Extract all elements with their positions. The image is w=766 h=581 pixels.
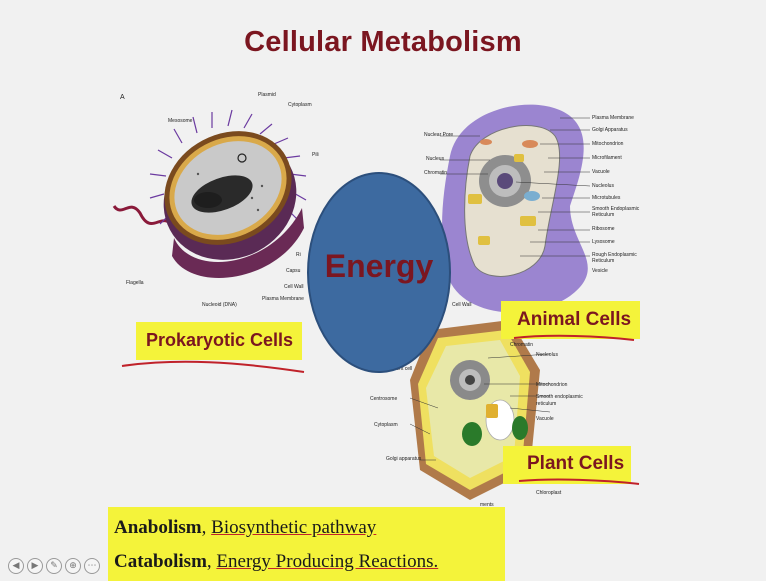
anabolism-definition: Biosynthetic pathway [211, 517, 376, 538]
prokaryotic-cells-label: Prokaryotic Cells [146, 330, 293, 351]
label-animal-right-4: Vacuole [592, 169, 610, 175]
animal-cell-diagram: Nuclear Pore Nucleus Chromatin Plasma Me… [420, 96, 630, 321]
label-capsule: Capsu [286, 268, 300, 274]
label-nucleoid: Nucleoid (DNA) [202, 302, 237, 308]
catabolism-line: Catabolism, Energy Producing Reactions. [114, 551, 438, 573]
label-ribosomes: Ri [296, 252, 301, 258]
label-plant-vacuole: Vacuole [536, 416, 554, 422]
next-icon[interactable]: ▶ [27, 558, 43, 574]
label-animal-right-3: Microfilament [592, 155, 622, 161]
animal-underline [510, 330, 640, 346]
label-flagella: Flagella [126, 280, 144, 286]
label-cytoplasm: Cytoplasm [288, 102, 312, 108]
catabolism-sep: , [207, 551, 217, 572]
catabolism-term: Catabolism [114, 551, 207, 572]
label-animal-right-13: Vesicle [592, 268, 608, 274]
label-animal-right-1: Golgi Apparatus [592, 127, 628, 133]
label-plant-mitochondrion: Mitochondrion [536, 382, 567, 388]
label-plasma-membrane: Plasma Membrane [262, 296, 304, 302]
label-animal-right-5: Nucleolus [592, 183, 614, 189]
label-animal-right-2: Mitochondrion [592, 141, 623, 147]
label-golgi: Golgi apparatus [386, 456, 421, 462]
label-animal-right-12: Reticulum [592, 258, 614, 264]
more-icon[interactable]: ⋯ [84, 558, 100, 574]
label-nuclear-pore: Nuclear Pore [424, 132, 453, 138]
label-pili: Pili [312, 152, 319, 158]
energy-circle: Energy [307, 172, 451, 373]
anabolism-term: Anabolism [114, 517, 202, 538]
prev-icon[interactable]: ◀ [8, 558, 24, 574]
panel-letter: A [120, 94, 125, 101]
label-animal-right-9: Ribosome [592, 226, 615, 232]
label-plant-nucleolus: Nucleolus [536, 352, 558, 358]
catabolism-definition: Energy Producing Reactions. [216, 551, 438, 572]
label-mesosome: Mesosome [168, 118, 192, 124]
animal-cells-label: Animal Cells [517, 309, 631, 331]
label-plasmid: Plasmid [258, 92, 276, 98]
metabolism-definitions: Anabolism, Biosynthetic pathway Cataboli… [108, 507, 505, 581]
label-nucleus: Nucleus [426, 156, 444, 162]
label-reticulum: reticulum [536, 401, 556, 407]
label-animal-right-10: Lysosome [592, 239, 615, 245]
label-chromatin: Chromatin [424, 170, 447, 176]
pen-icon[interactable]: ✎ [46, 558, 62, 574]
label-plant-cytoplasm: Cytoplasm [374, 422, 398, 428]
label-animal-right-8: Reticulum [592, 212, 614, 218]
prokaryotic-underline [118, 352, 308, 378]
label-animal-right-0: Plasma Membrane [592, 115, 634, 121]
label-chloroplast: Chloroplast [536, 490, 561, 496]
label-smooth-er: Smooth endoplasmic [536, 394, 583, 400]
label-animal-right-6: Microtubules [592, 195, 620, 201]
label-centrosome: Centrosome [370, 396, 397, 402]
plant-cells-label: Plant Cells [527, 453, 624, 475]
slide-title: Cellular Metabolism [0, 26, 766, 59]
label-plant-cell-wall: Cell Wall [452, 302, 472, 308]
prokaryotic-cell-diagram: A Plasmid Cytoplasm Mesosome Pili Ri Cap… [112, 88, 322, 320]
anabolism-sep: , [202, 517, 212, 538]
plant-underline [515, 473, 645, 489]
label-cell-wall: Cell Wall [284, 284, 304, 290]
energy-label: Energy [309, 248, 449, 285]
zoom-icon[interactable]: ⊕ [65, 558, 81, 574]
anabolism-line: Anabolism, Biosynthetic pathway [114, 517, 376, 539]
